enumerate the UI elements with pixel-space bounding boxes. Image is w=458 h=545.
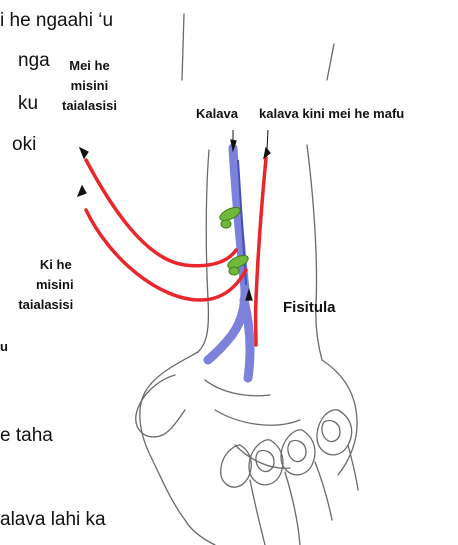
label-to-machine-line-3: taialasisi: [18, 295, 74, 315]
label-artery: kalava kini mei he mafu: [259, 104, 404, 124]
label-from-machine-line-2: misini: [62, 76, 117, 96]
arrow-up-icon: [78, 186, 86, 196]
label-to-machine-line-1: Ki he: [18, 255, 74, 275]
label-fistula: Fisitula: [283, 296, 336, 319]
arrow-down-icon: [80, 148, 88, 158]
label-to-machine-line-2: misini: [18, 275, 74, 295]
label-from-machine-line-1: Mei he: [62, 56, 117, 76]
artery-line: [256, 158, 266, 345]
label-from-machine: Mei he misini taialasisi: [62, 56, 117, 116]
needle-line-from-machine: [86, 160, 236, 266]
label-vein: Kalava: [196, 104, 238, 124]
label-to-machine: Ki he misini taialasisi: [18, 255, 74, 315]
label-from-machine-line-3: taialasisi: [62, 96, 117, 116]
